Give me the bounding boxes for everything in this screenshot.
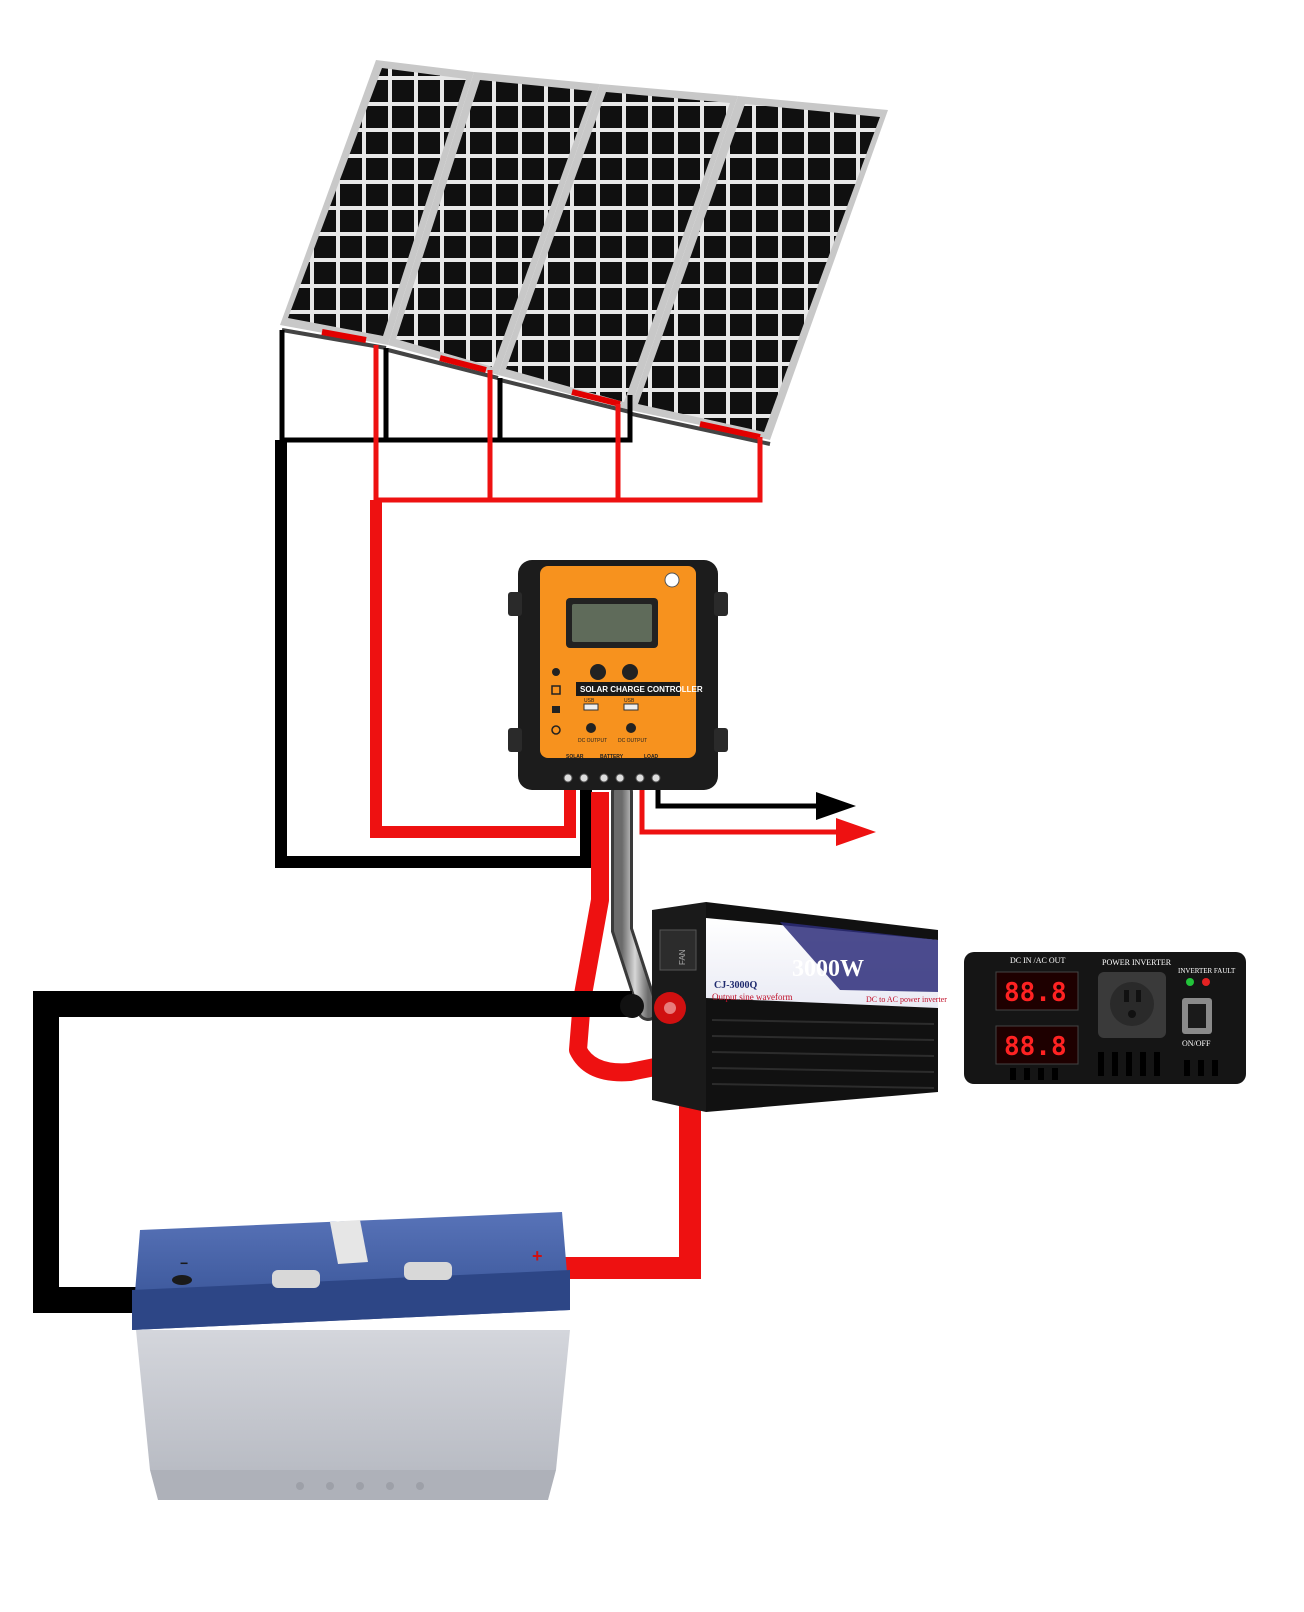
controller-usb-label-1: USB <box>584 698 595 704</box>
controller-usb-port-2 <box>623 703 639 711</box>
controller-dc-jack-2 <box>626 723 636 733</box>
inverter-front-panel: DC IN /AC OUT POWER INVERTER INVERTER FA… <box>964 952 1246 1084</box>
controller-terminals <box>563 773 661 783</box>
fan-grille <box>659 929 697 971</box>
controller-menu-button <box>590 664 606 680</box>
controller-usb-label-2: USB <box>624 698 635 704</box>
inverter-negative-terminal <box>620 994 644 1018</box>
power-switch-label: ON/OFF <box>1182 1039 1211 1048</box>
inverter-model-label: CJ-3000Q <box>714 980 758 991</box>
load-negative-arrowhead <box>816 792 856 820</box>
ac-out-display <box>995 1025 1079 1065</box>
sun-icon <box>552 668 560 676</box>
inverter-socket-header: POWER INVERTER <box>1102 958 1172 967</box>
panel-negative-wiring <box>275 330 633 868</box>
inverter-display-header: DC IN /AC OUT <box>1010 956 1065 965</box>
controller-label: SOLAR CHARGE CONTROLLER <box>580 685 703 694</box>
controller-solar-label: SOLAR <box>566 754 584 760</box>
battery: − + <box>132 1212 570 1500</box>
battery-base <box>150 1470 556 1500</box>
status-led-green <box>1186 978 1194 986</box>
battery-handle-right <box>404 1262 452 1280</box>
lock-icon <box>552 706 560 713</box>
power-inverter: FAN 3000W CJ-3000Q Output sine waveform … <box>620 902 947 1112</box>
inverter-cooling-fins <box>711 1019 935 1089</box>
battery-wiring <box>33 991 701 1313</box>
battery-positive-symbol: + <box>532 1246 543 1266</box>
dc-in-display-value: 88.8 <box>1004 978 1067 1008</box>
ac-out-display-value: 88.8 <box>1004 1032 1067 1062</box>
dc-in-display <box>995 971 1079 1011</box>
battery-negative-symbol: − <box>180 1255 188 1271</box>
inverter-waveform-label: Output sine waveform <box>712 992 792 1002</box>
inverter-power-label: 3000W <box>792 956 864 982</box>
controller-to-inverter-cables <box>569 781 699 1082</box>
status-led-red <box>1202 978 1210 986</box>
controller-load-label: LOAD <box>644 754 659 760</box>
solar-panel-3 <box>498 84 738 414</box>
solar-panel-4 <box>630 96 888 446</box>
solar-panel-array <box>280 60 888 446</box>
inverter-type-label: DC to AC power inverter <box>866 995 947 1004</box>
controller-dc-output-label-1: DC OUTPUT <box>578 738 607 744</box>
panel-positive-wiring <box>370 345 763 838</box>
panel-icon <box>551 685 561 695</box>
solar-charge-controller: SOLAR CHARGE CONTROLLER USB USB DC OUTPU… <box>508 560 728 790</box>
solar-panel-1 <box>280 60 474 350</box>
controller-logo-icon <box>664 572 680 588</box>
inverter-status-header: INVERTER FAULT <box>1178 967 1236 975</box>
load-positive-arrowhead <box>836 818 876 846</box>
battery-negative-terminal <box>172 1275 192 1285</box>
front-vents <box>1010 1052 1218 1080</box>
controller-battery-label: BATTERY <box>600 754 624 760</box>
battery-handle-left <box>272 1270 320 1288</box>
solar-panel-2 <box>387 72 600 380</box>
controller-dc-output-label-2: DC OUTPUT <box>618 738 647 744</box>
controller-dc-jack-1 <box>586 723 596 733</box>
load-output-arrows <box>639 790 876 846</box>
inverter-fan-label: FAN <box>678 949 687 965</box>
clock-icon <box>551 725 561 735</box>
controller-enter-button <box>622 664 638 680</box>
controller-usb-port-1 <box>583 703 599 711</box>
